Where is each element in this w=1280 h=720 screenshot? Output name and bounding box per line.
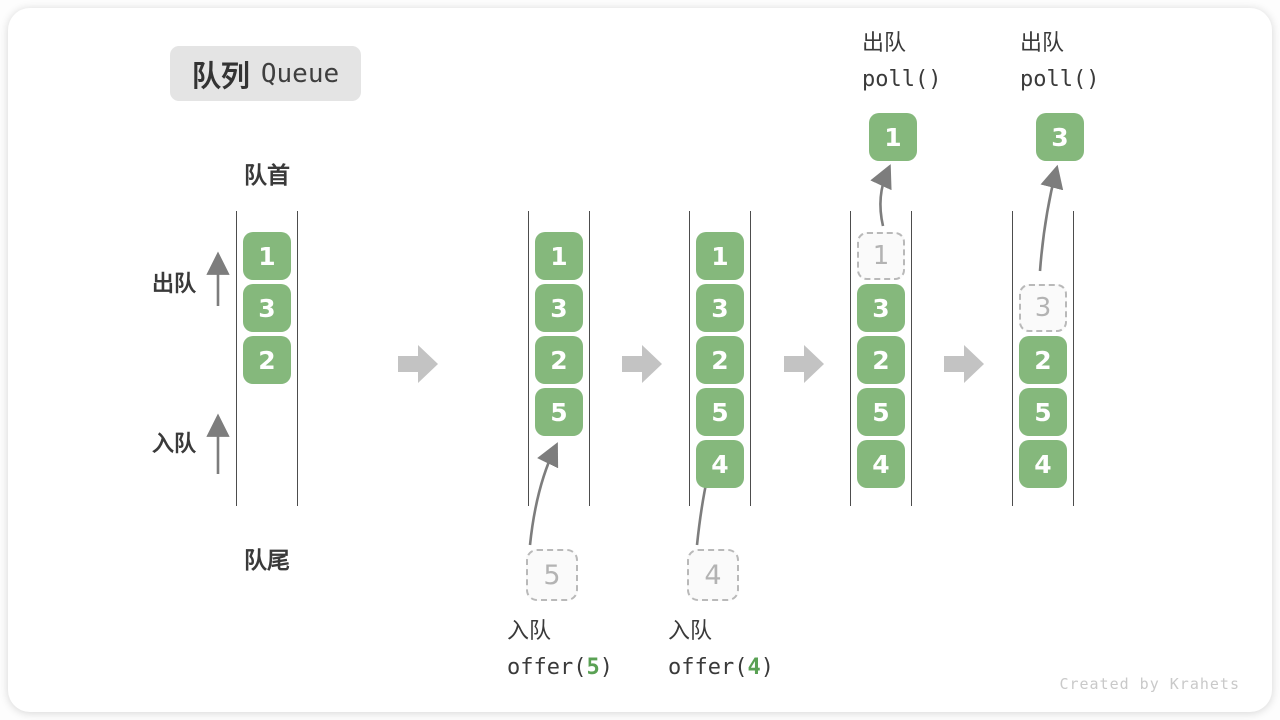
queue-cell-3: 3 — [535, 284, 583, 332]
pending-cell-5: 5 — [526, 549, 578, 601]
poll-caption-code: poll() — [1020, 67, 1100, 92]
poll-caption-5: 出队 poll() — [1020, 26, 1099, 98]
poll-caption-action: 出队 — [1020, 31, 1065, 56]
enqueue-label: 入队 — [152, 432, 197, 457]
queue-cell-3: 3 — [857, 284, 905, 332]
queue-cell-2: 2 — [696, 336, 744, 384]
queue-cell-4: 4 — [696, 440, 744, 488]
queue-cell-4: 4 — [1019, 440, 1067, 488]
queue-cell-1: 1 — [243, 232, 291, 280]
enqueue-caption-action: 入队 — [668, 619, 713, 644]
pending-cell-4: 4 — [687, 549, 739, 601]
queue-cell-5: 5 — [1019, 388, 1067, 436]
queue-cell-5: 5 — [535, 388, 583, 436]
queue-channel-2 — [528, 211, 590, 506]
enqueue-caption-code: offer(5) — [507, 655, 613, 680]
queue-cell-2: 2 — [535, 336, 583, 384]
enqueue-caption-2: 入队 offer(5) — [507, 614, 613, 686]
queue-front-label: 队首 — [244, 163, 290, 189]
queue-channel-5 — [1012, 211, 1074, 506]
dequeue-label: 出队 — [152, 272, 197, 297]
queue-cell-2: 2 — [243, 336, 291, 384]
queue-cell-3: 3 — [696, 284, 744, 332]
popped-cell-3: 3 — [1036, 113, 1084, 161]
watermark: Created by Krahets — [1059, 675, 1240, 693]
queue-cell-1: 1 — [535, 232, 583, 280]
title-badge: 队列 Queue — [170, 46, 361, 101]
queue-cell-5: 5 — [857, 388, 905, 436]
queue-channel-4 — [850, 211, 912, 506]
queue-channel-3 — [689, 211, 751, 506]
queue-cell-5: 5 — [696, 388, 744, 436]
queue-cell-2: 2 — [1019, 336, 1067, 384]
removed-cell-3: 3 — [1019, 284, 1067, 332]
poll-caption-action: 出队 — [862, 31, 907, 56]
poll-caption-4: 出队 poll() — [862, 26, 941, 98]
poll-caption-code: poll() — [862, 67, 942, 92]
enqueue-caption-code: offer(4) — [668, 655, 774, 680]
popped-cell-1: 1 — [869, 113, 917, 161]
queue-cell-3: 3 — [243, 284, 291, 332]
queue-cell-2: 2 — [857, 336, 905, 384]
queue-rear-label: 队尾 — [244, 548, 290, 574]
enqueue-caption-3: 入队 offer(4) — [668, 614, 774, 686]
queue-cell-4: 4 — [857, 440, 905, 488]
queue-cell-1: 1 — [696, 232, 744, 280]
enqueue-caption-action: 入队 — [507, 619, 552, 644]
queue-channel-1 — [236, 211, 298, 506]
title-en: Queue — [260, 58, 340, 89]
removed-cell-1: 1 — [857, 232, 905, 280]
title-zh: 队列 — [191, 58, 250, 93]
diagram-canvas — [8, 8, 1272, 712]
